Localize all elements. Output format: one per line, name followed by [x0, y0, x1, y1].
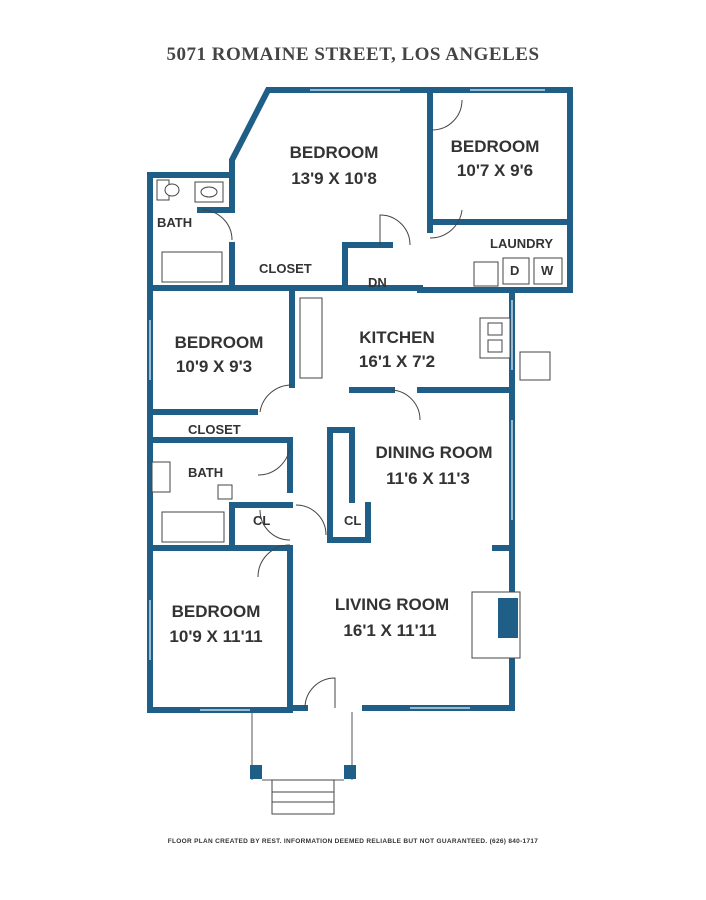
- door-front: [304, 677, 336, 709]
- kitchen-size: 16'1 X 7'2: [359, 352, 435, 371]
- doors: [201, 99, 463, 709]
- windows: [149, 89, 545, 711]
- wall-dining-cl: [327, 427, 371, 543]
- wall-kitchen: [417, 285, 515, 393]
- door-bath2: [257, 444, 291, 476]
- porch-post-left: [250, 765, 262, 779]
- dn-label: DN: [368, 275, 387, 290]
- outdoor-fixture: [519, 351, 551, 381]
- wall-dining-right: [492, 387, 515, 551]
- porch-post-right: [344, 765, 356, 779]
- bedroom3-name: BEDROOM: [175, 333, 264, 352]
- room-labels: BEDROOM 13'9 X 10'8 BEDROOM 10'7 X 9'6 B…: [157, 137, 554, 646]
- door-bedroom2: [431, 99, 463, 131]
- wall-bedroom2: [427, 87, 573, 225]
- bedroom4-size: 10'9 X 11'11: [169, 627, 262, 646]
- door-cl2: [295, 504, 327, 536]
- bedroom1-name: BEDROOM: [290, 143, 379, 162]
- toilet-1-bowl: [164, 183, 180, 197]
- door-bath1: [201, 209, 233, 241]
- wall-living-right: [362, 657, 515, 711]
- kitchen-name: KITCHEN: [359, 328, 435, 347]
- sink-2: [151, 461, 171, 493]
- toilet-2: [217, 484, 233, 500]
- dryer: [502, 257, 530, 285]
- wall-bath1: [147, 172, 348, 291]
- fixtures: [151, 179, 563, 659]
- bath1-label: BATH: [157, 215, 192, 230]
- plan-title: 5071 ROMAINE STREET, LOS ANGELES: [166, 44, 540, 65]
- dining-size: 11'6 X 11'3: [386, 469, 470, 488]
- door-bedroom4-top: [259, 509, 291, 541]
- fireplace-hearth: [498, 598, 518, 638]
- plan-footer: FLOOR PLAN CREATED BY REST. INFORMATION …: [167, 838, 539, 845]
- bedroom2-name: BEDROOM: [451, 137, 540, 156]
- dryer-label: D: [510, 263, 519, 278]
- door-laundry: [429, 209, 463, 239]
- wall-laundry: [502, 219, 573, 293]
- bedroom2-size: 10'7 X 9'6: [457, 161, 533, 180]
- closet2-label: CLOSET: [188, 422, 241, 437]
- sink-1-basin: [200, 186, 218, 198]
- dining-name: DINING ROOM: [375, 443, 492, 462]
- washer: [533, 257, 563, 285]
- washer-label: W: [541, 263, 554, 278]
- cl1-label: CL: [253, 513, 270, 528]
- bathtub-2: [161, 511, 225, 543]
- porch-step-3: [271, 801, 335, 815]
- laundry-sink: [473, 261, 499, 287]
- living-size: 16'1 X 11'11: [343, 621, 436, 640]
- bedroom4-name: BEDROOM: [172, 602, 261, 621]
- porch-step-1: [271, 779, 335, 793]
- bedroom3-size: 10'9 X 9'3: [176, 357, 252, 376]
- cl2-label: CL: [344, 513, 361, 528]
- living-name: LIVING ROOM: [335, 595, 449, 614]
- laundry-label: LAUNDRY: [490, 236, 553, 251]
- walls: [147, 87, 573, 713]
- kitchen-counter: [299, 297, 323, 379]
- door-bedroom1: [379, 214, 411, 246]
- door-bedroom4: [257, 544, 291, 578]
- closet1-label: CLOSET: [259, 261, 312, 276]
- door-bedroom3: [259, 384, 293, 413]
- door-kitchen: [391, 389, 421, 421]
- porch-step-2: [271, 791, 335, 803]
- porch: [250, 712, 356, 815]
- bathtub-1: [161, 251, 223, 283]
- bedroom1-size: 13'9 X 10'8: [291, 169, 377, 188]
- bath2-label: BATH: [188, 465, 223, 480]
